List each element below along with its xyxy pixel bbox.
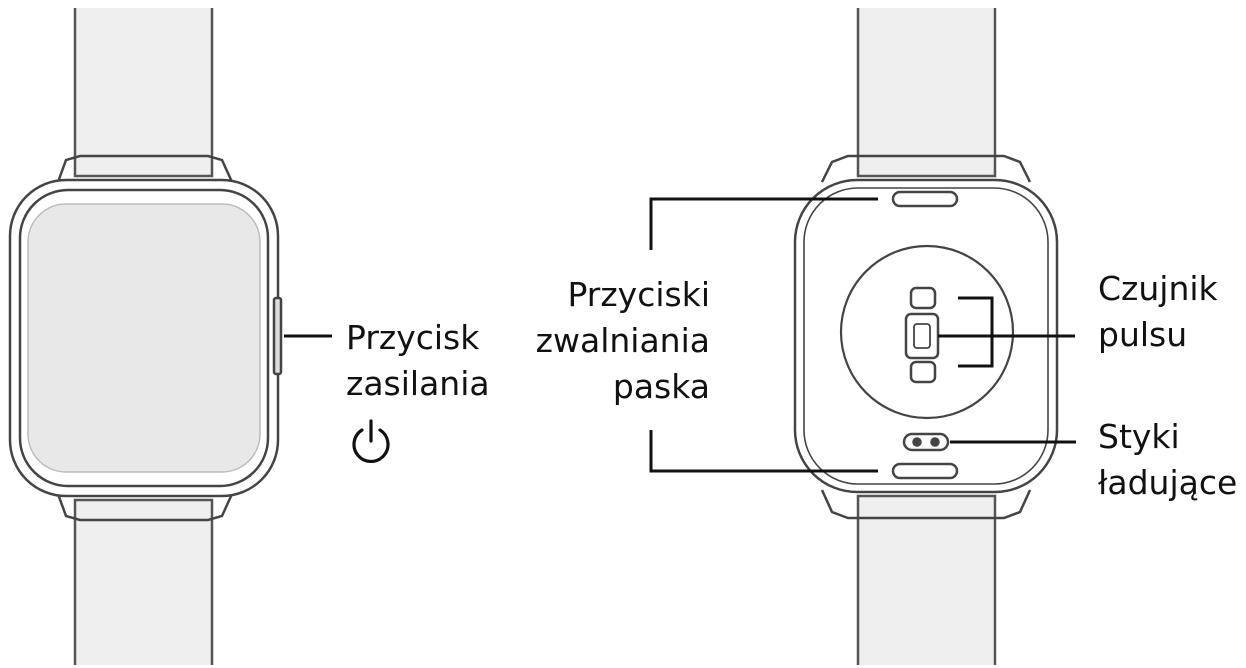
charging-pin-left (912, 437, 922, 447)
front-bottom-strap (73, 498, 214, 665)
top-strap-release (891, 190, 959, 208)
heart-rate-leader (938, 296, 1075, 368)
sensor-main-inner (913, 323, 931, 349)
front-top-strap (73, 8, 214, 178)
heart-rate-sensor-label-line2: pulsu (1098, 315, 1188, 354)
charging-contacts-label-line2: ładujące (1098, 463, 1238, 502)
power-button-shape (272, 296, 283, 376)
strap-release-leader (649, 197, 878, 473)
power-button-label-line1: Przycisk (346, 318, 480, 357)
front-bottom-lugs (56, 493, 234, 522)
power-button-label: Przycisk zasilania (346, 315, 490, 407)
front-top-lugs (56, 154, 234, 183)
back-top-strap (856, 8, 997, 178)
back-bottom-strap (856, 494, 997, 665)
bottom-strap-release (891, 462, 959, 480)
sensor-led-bottom (909, 360, 937, 384)
watch-front (8, 8, 283, 665)
charging-contacts-label-line1: Styki (1098, 417, 1180, 456)
strap-release-label-line1: Przyciski (567, 275, 710, 314)
power-button-label-line2: zasilania (346, 364, 490, 403)
back-top-lugs (820, 154, 1032, 183)
front-bezel (18, 188, 270, 488)
back-bottom-lugs (820, 489, 1032, 520)
front-screen (27, 203, 261, 473)
strap-release-label-line2: zwalniania (535, 321, 710, 360)
watch-back (793, 8, 1059, 665)
heart-rate-sensor-label: Czujnik pulsu (1098, 266, 1218, 358)
charging-contacts-label: Styki ładujące (1098, 414, 1237, 506)
charging-pin-right (930, 437, 940, 447)
charging-contacts-shape (902, 432, 950, 452)
strap-release-label-line3: paska (612, 367, 710, 406)
sensor-disc (839, 244, 1015, 420)
sensor-led-top (909, 286, 937, 310)
heart-rate-sensor-label-line1: Czujnik (1098, 269, 1218, 308)
strap-release-label: Przyciski zwalniania paska (536, 272, 710, 410)
power-icon (352, 419, 390, 464)
